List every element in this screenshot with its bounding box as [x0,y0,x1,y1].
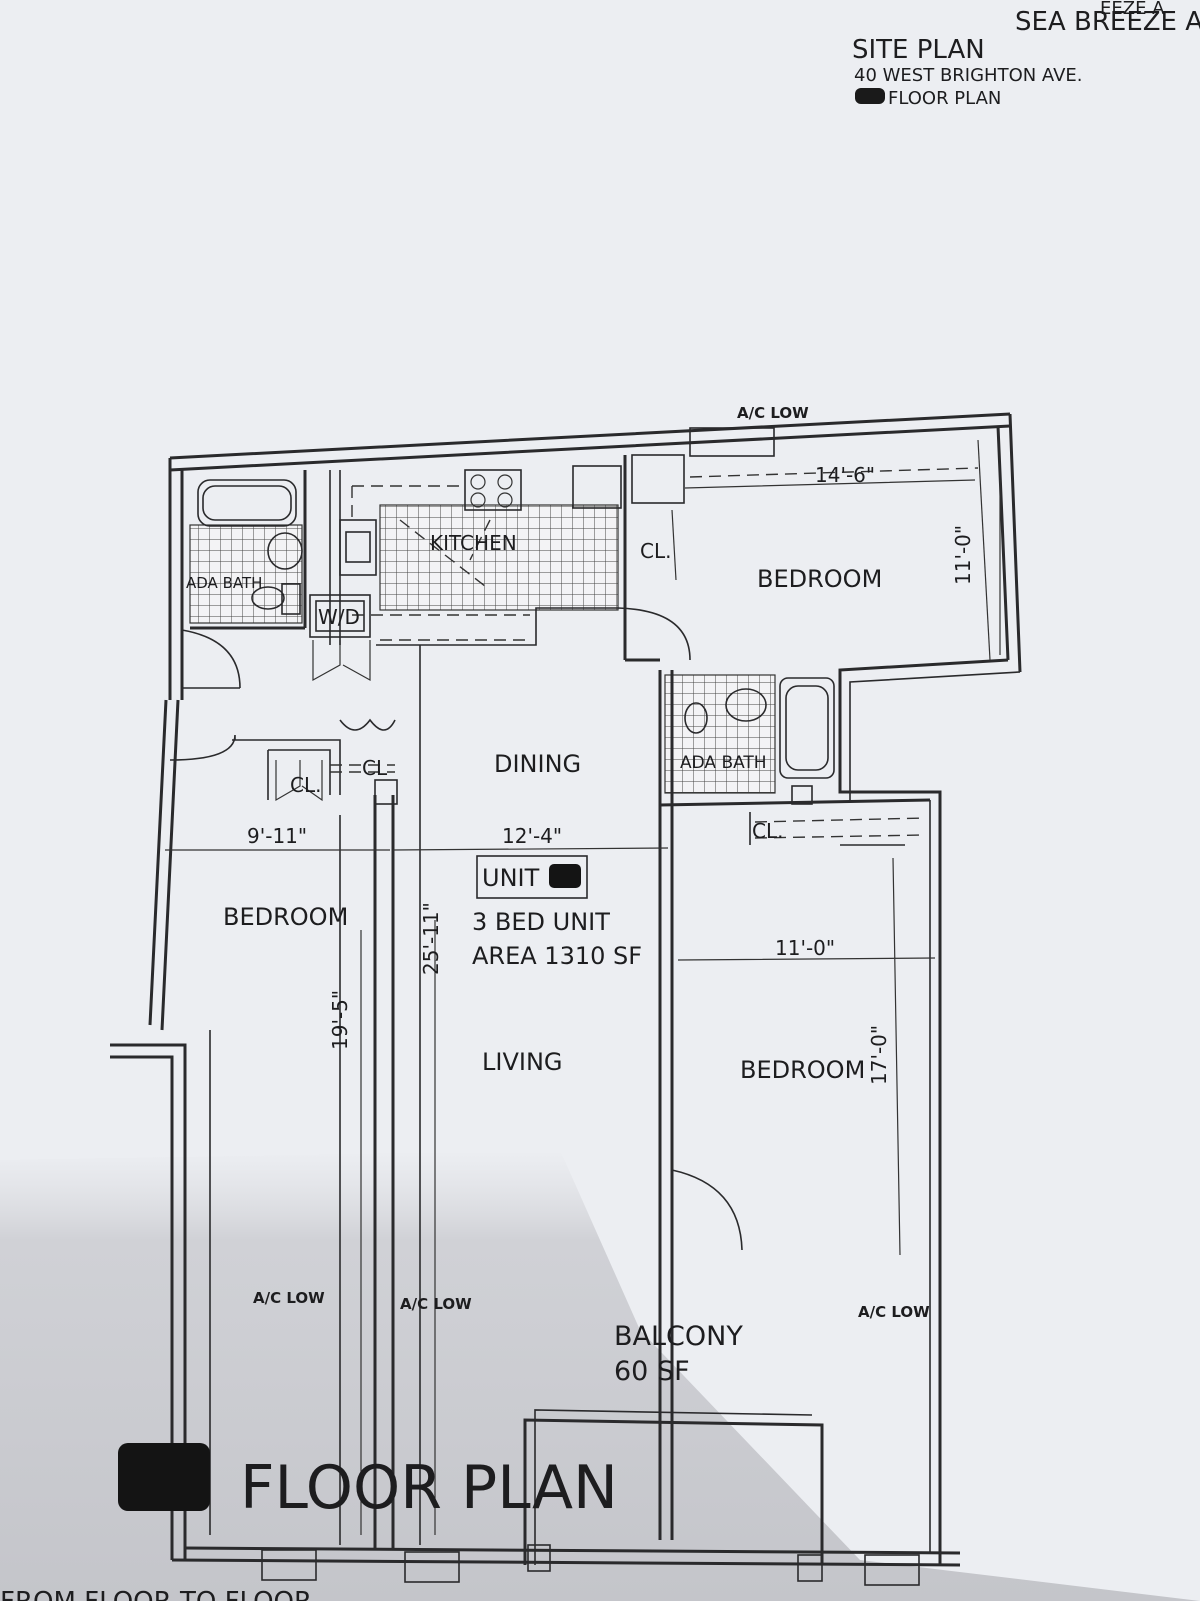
dim-bedroom-w-depth: 19'-5" [328,990,352,1050]
corner-text-1: EEZE A [1100,0,1165,19]
label-closet-4: CL. [752,819,783,843]
corner-text-2: SEA BREEZE AV [1015,7,1200,37]
label-dining: DINING [494,750,581,778]
label-closet-2: CL. [290,773,321,797]
dim-living-depth: 25'-11" [419,902,443,975]
label-closet-3: CL [362,756,388,780]
label-balcony: BALCONY [614,1321,743,1352]
address-text: 40 WEST BRIGHTON AVE. [854,65,1083,86]
label-ada-bath-2: ADA BATH [680,753,767,773]
dim-bedroom-ne-width: 14'-6" [815,463,875,487]
label-bedroom-w: BEDROOM [223,903,348,931]
ac-labels: A/C LOW A/C LOW A/C LOW A/C LOW [253,404,930,1321]
room-labels: KITCHEN BEDROOM DINING BEDROOM LIVING BE… [186,531,882,1387]
header-block: EEZE A SEA BREEZE AV SITE PLAN 40 WEST B… [852,0,1200,109]
unit-label: UNIT [482,864,540,892]
dim-living-width: 12'-4" [502,824,562,848]
floor-plan-title: FLOOR PLAN [240,1453,618,1523]
cut-off-text: FROM FLOOR TO FLOOR [0,1587,312,1601]
label-closet-1: CL. [640,539,671,563]
redaction-mark-header [855,88,885,104]
site-plan-heading: SITE PLAN [852,35,985,65]
label-ada-bath-1: ADA BATH [186,574,262,592]
ac-label-bottom-mid: A/C LOW [400,1295,472,1313]
unit-area: AREA 1310 SF [472,942,642,970]
ac-label-bottom-left: A/C LOW [253,1289,325,1307]
dim-bedroom-se-depth: 17'-0" [867,1025,891,1085]
label-wd: W/D [318,605,360,629]
footer-title: FLOOR PLAN FROM FLOOR TO FLOOR [0,1443,618,1601]
dim-bedroom-w-width: 9'-11" [247,824,307,848]
label-kitchen: KITCHEN [430,531,517,555]
label-bedroom-ne: BEDROOM [757,565,882,593]
unit-type: 3 BED UNIT [472,908,610,936]
floor-plan-subheading: FLOOR PLAN [888,88,1001,109]
unit-info: UNIT 3 BED UNIT AREA 1310 SF [472,864,642,970]
dim-bedroom-se-width: 11'-0" [775,936,835,960]
redaction-mark-unit [549,864,581,888]
photo-shadow [0,1150,1200,1601]
label-living: LIVING [482,1048,563,1076]
redaction-mark-title [118,1443,210,1511]
label-bedroom-se: BEDROOM [740,1056,865,1084]
ac-label-top: A/C LOW [737,404,809,422]
dim-bedroom-ne-depth: 11'-0" [951,525,975,585]
label-balcony-area: 60 SF [614,1356,690,1387]
ac-label-bottom-right: A/C LOW [858,1303,930,1321]
floor-plan-drawing [110,412,1022,1586]
dimension-labels: 14'-6" 11'-0" 9'-11" 12'-4" 19'-5" 25'-1… [247,463,975,1085]
